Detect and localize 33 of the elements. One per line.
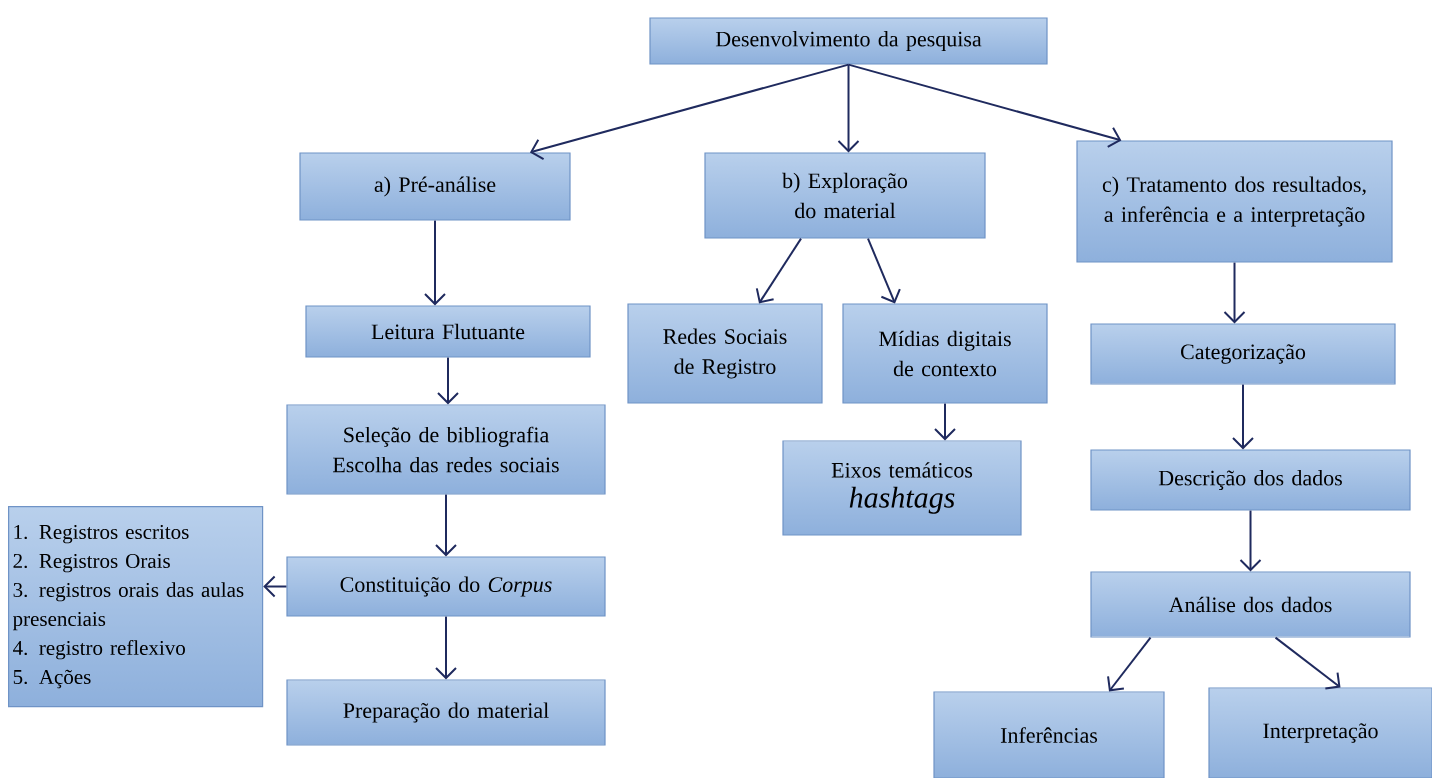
arrow bbox=[1239, 509, 1262, 572]
process-box: Desenvolvimento da pesquisa bbox=[649, 17, 1048, 65]
arrow bbox=[529, 63, 850, 160]
process-box: Mídias digitais de contexto bbox=[842, 303, 1048, 404]
arrow bbox=[934, 402, 956, 441]
arrow bbox=[435, 493, 457, 557]
process-box: Categorização bbox=[1090, 323, 1396, 385]
arrow bbox=[263, 575, 288, 598]
process-box: Inferências bbox=[933, 691, 1165, 778]
process-box: a) Pré-análise bbox=[299, 152, 571, 221]
process-box: Descrição dos dados bbox=[1090, 449, 1411, 511]
arrow bbox=[424, 219, 446, 306]
arrow bbox=[1274, 636, 1341, 690]
list-box: 1. Registros escritos 2. Registros Orais 3. registros orais das aulas presenciais 4. registro reflexivo 5. Ações bbox=[8, 506, 264, 708]
process-box: Redes Sociais de Registro bbox=[627, 303, 823, 404]
arrow bbox=[755, 237, 802, 304]
arrow bbox=[1223, 261, 1246, 324]
arrow bbox=[435, 615, 457, 680]
arrow bbox=[1107, 636, 1152, 692]
process-box: Constituição do Corpus bbox=[286, 556, 606, 617]
process-box: Seleção de bibliografia Escolha das redes sociais bbox=[286, 404, 606, 495]
process-box: Interpretação bbox=[1208, 687, 1432, 778]
process-box: b) Exploração do material bbox=[704, 152, 986, 239]
arrow bbox=[867, 237, 901, 304]
arrow bbox=[847, 63, 1122, 148]
arrow bbox=[1232, 383, 1254, 450]
arrow bbox=[837, 63, 860, 153]
arrow bbox=[437, 356, 459, 405]
process-box: Leitura Flutuante bbox=[305, 305, 591, 358]
process-box: c) Tratamento dos resultados, a inferência e a interpretação bbox=[1076, 140, 1393, 263]
process-box: Análise dos dados bbox=[1090, 571, 1411, 638]
process-box: Eixos temáticos hashtags bbox=[782, 440, 1022, 536]
process-box: Preparação do material bbox=[286, 679, 606, 746]
